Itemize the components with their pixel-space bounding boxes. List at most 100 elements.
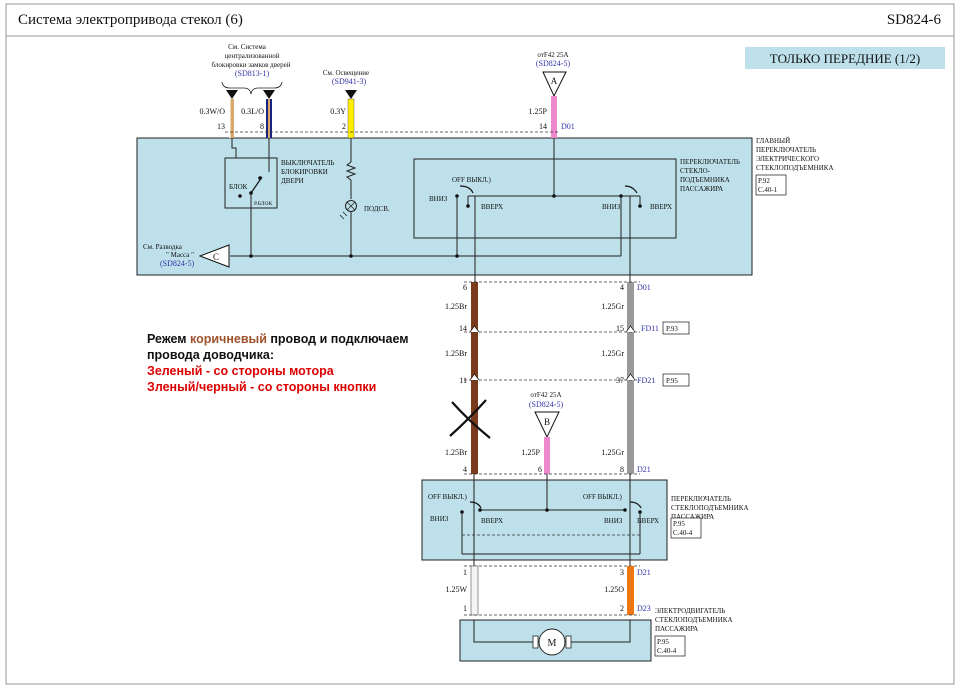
main-switch-box [136, 137, 753, 276]
light-resistor [345, 161, 357, 181]
pin-6: 6 [463, 283, 467, 292]
fd11-gray-joint [625, 325, 636, 333]
main-pass-down-l: ВНИЗ [429, 195, 448, 203]
pin-1: 1 [463, 568, 467, 577]
wire-13-tan [229, 99, 234, 138]
wire-2-arrow [345, 90, 357, 99]
light-lamp-icon [345, 200, 357, 212]
main-switch-label-4: СТЕКЛОПОДЪЕМНИКА [756, 164, 834, 172]
orange-label: 1.25O [604, 585, 624, 594]
pin-37: 37 [616, 376, 624, 385]
note-line-4: Зленый/черный - со стороны кнопки [147, 380, 377, 394]
motor-label-3: ПАССАЖИРА [655, 625, 698, 633]
pass-switch-ref-page: P.95 [673, 520, 685, 528]
motor-ref-box [654, 635, 686, 657]
connector-d01-bottom: D01 [637, 283, 651, 292]
note-line-1-a: Режем [147, 332, 191, 346]
pin-6b: 6 [538, 465, 542, 474]
ground-ref-line1: См. Разводка [143, 243, 183, 251]
white-label: 1.25W [445, 585, 467, 594]
wire-8-arrow [263, 90, 275, 99]
main-switch-ref-box [755, 174, 787, 196]
pass-switch-ref-box [670, 517, 702, 539]
light-ref-line1: См. Освещение [323, 69, 369, 77]
pin-3: 3 [620, 568, 624, 577]
pass-switch-off-l: OFF ВЫКЛ.) [428, 493, 468, 501]
pageref-p93: P.93 [666, 325, 678, 333]
pass-switch-down-r-dot [623, 508, 627, 512]
pageref-p95-box [662, 373, 690, 387]
main-pass-label-4: ПАССАЖИРА [680, 185, 723, 193]
brown-label-1: 1.25Br [445, 302, 467, 311]
gray-label-1: 1.25Gr [602, 302, 625, 311]
brown-label-3: 1.25Br [445, 448, 467, 457]
main-switch-label-2: ПЕРЕКЛЮЧАТЕЛЬ [756, 146, 816, 154]
pass-switch-label-2: СТЕКЛОПОДЪЕМНИКА [671, 504, 749, 512]
lock-switch-unblock: Р.БЛОК [254, 201, 272, 207]
main-pass-blade-l [459, 185, 474, 194]
subtitle: ТОЛЬКО ПЕРЕДНИЕ (1/2) [770, 51, 920, 66]
brown-label-2: 1.25Br [445, 349, 467, 358]
pass-switch-down-r: ВНИЗ [604, 517, 623, 525]
connector-b-label: B [544, 417, 550, 427]
motor-ref-cell: C.40-4 [657, 647, 677, 655]
pass-switch-up-l: ВВЕРХ [481, 517, 503, 525]
ground-ref-line2: " Масса " [166, 251, 194, 259]
main-switch-label-3: ЭЛЕКТРИЧЕСКОГО [756, 155, 819, 163]
main-pass-label-2: СТЕКЛО- [680, 167, 711, 175]
pass-switch-down-l: ВНИЗ [430, 515, 449, 523]
pin-1b: 1 [463, 604, 467, 613]
main-pass-off: OFF ВЫКЛ.) [452, 176, 492, 184]
pass-switch-blade-r [629, 501, 642, 509]
pass-switch-feed-dot [545, 508, 549, 512]
cut-mark-1 [451, 401, 491, 439]
connector-a-triangle [542, 71, 567, 98]
note-line-1-c: провод и подключаем [266, 332, 409, 346]
light-lamp-cross-2 [346, 201, 356, 211]
main-pass-up-r-dot [638, 204, 642, 208]
note-line-1: Режем коричневый провод и подключаем [147, 331, 447, 347]
pin-8b: 8 [620, 465, 624, 474]
main-pass-blade-r [624, 185, 638, 194]
wire-orange [627, 566, 634, 615]
gray-label-3: 1.25Gr [602, 448, 625, 457]
lock-ref-line3: блокировки замков дверей [212, 61, 291, 69]
wire-8-stripe [268, 99, 270, 138]
subtitle-box [745, 47, 945, 69]
main-switch-label-1: ГЛАВНЫЙ [756, 137, 790, 145]
gray-label-2: 1.25Gr [602, 349, 625, 358]
lock-ref-code: (SD813-1) [235, 69, 270, 78]
lock-switch-contact-3 [238, 194, 242, 198]
pass-switch-up-l-dot [478, 508, 482, 512]
lock-ref-line1: См. Система [228, 43, 267, 51]
fd21-gray-joint [625, 373, 636, 381]
connector-c-triangle [198, 244, 230, 268]
wire-14-pink [551, 96, 557, 138]
light-ray-2 [342, 211, 348, 217]
main-pass-feed-dot [552, 194, 556, 198]
pin-8: 8 [260, 122, 264, 131]
pin-4: 4 [620, 283, 624, 292]
motor-label-2: СТЕКЛОПОДЪЕМНИКА [655, 616, 733, 624]
main-pass-up-l-dot [466, 204, 470, 208]
wire-14-label: 1.25P [529, 107, 548, 116]
wire-13-arrow [226, 90, 238, 99]
light-ref-code: (SD941-3) [332, 77, 367, 86]
pin-14b: 14 [459, 324, 467, 333]
pin-4b: 4 [463, 465, 467, 474]
wire-13-label: 0.3W/O [199, 107, 225, 116]
wire-13-inner [231, 138, 237, 158]
main-switch-ref-cell: C.40-1 [758, 186, 778, 194]
main-pass-label-1: ПЕРЕКЛЮЧАТЕЛЬ [680, 158, 740, 166]
ground-dot-3 [455, 254, 459, 258]
pass-switch-off-r: OFF ВЫКЛ.) [583, 493, 623, 501]
pin-13: 13 [217, 122, 225, 131]
pin-2b: 2 [620, 604, 624, 613]
lock-switch-blade [250, 176, 263, 194]
light-label: ПОДСВ. [364, 205, 390, 213]
main-pass-down-r: ВНИЗ [602, 203, 621, 211]
pass-switch-blade-l [469, 501, 482, 509]
fd21-brown-joint [469, 373, 480, 381]
motor-symbol: M [548, 638, 557, 649]
main-pass-switch-box [413, 158, 677, 239]
